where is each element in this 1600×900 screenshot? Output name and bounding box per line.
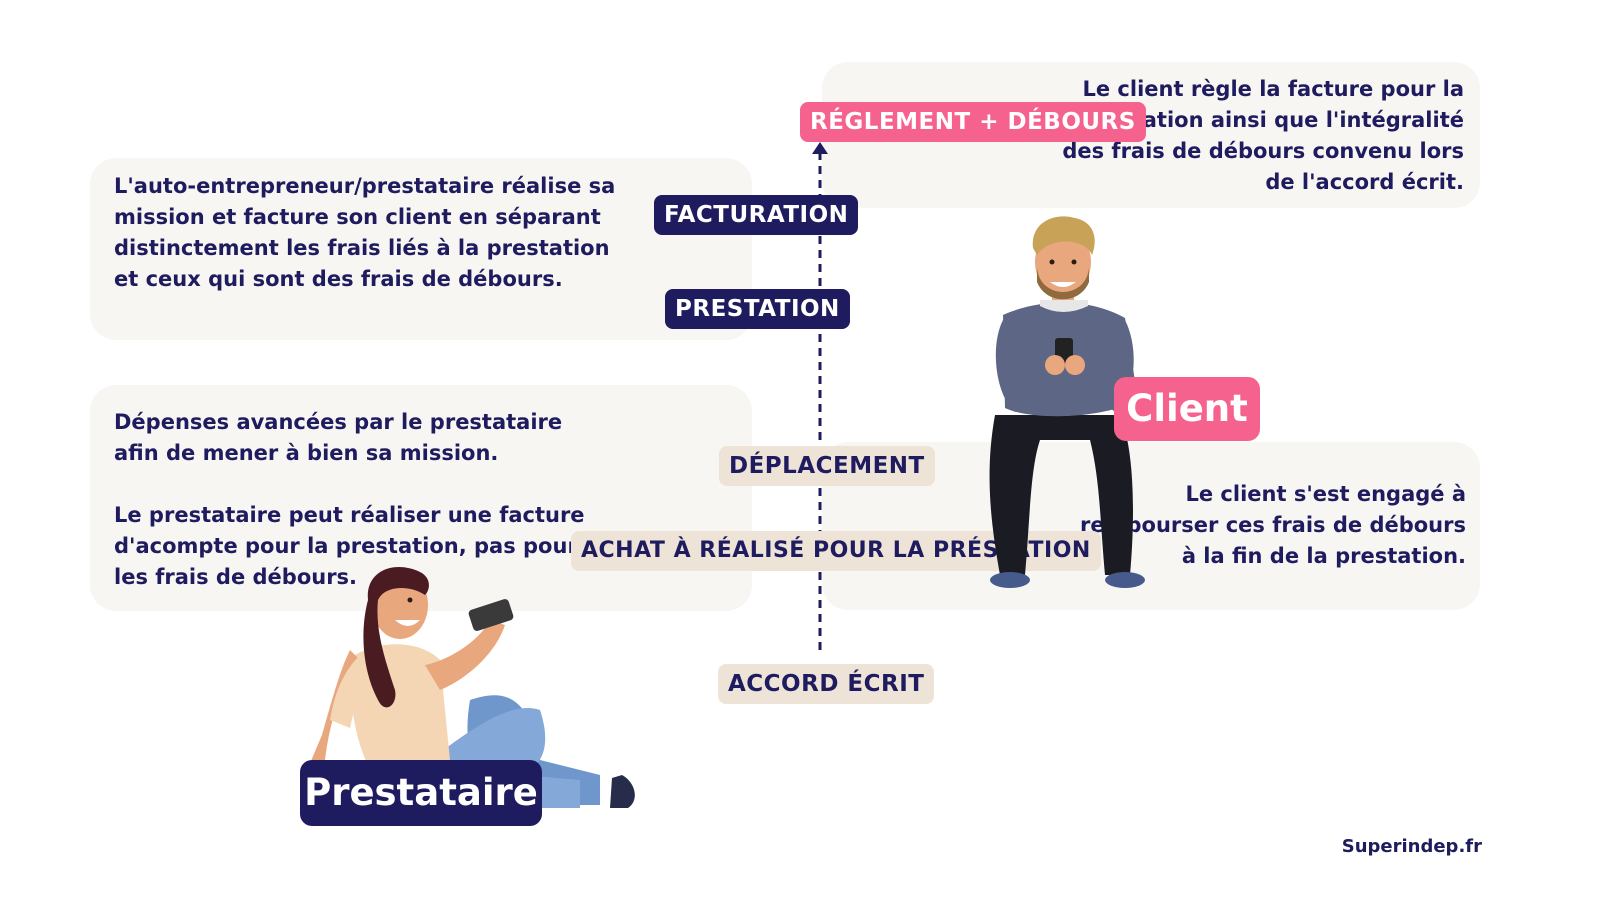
step-facturation: FACTURATION	[654, 195, 859, 235]
timeline-arrow-head	[812, 142, 828, 154]
client-engagement-text: Le client s'est engagé à rembourser ces …	[1080, 482, 1466, 568]
step-prestation: PRESTATION	[665, 289, 850, 329]
prestataire-mission-text: L'auto-entrepreneur/prestataire réalise …	[114, 174, 616, 291]
client-reglement-text: Le client règle la facture pour la prest…	[1062, 77, 1464, 194]
step-achat: ACHAT À RÉALISÉ POUR LA PRÉSTATION	[571, 531, 1101, 571]
prestataire-badge: Prestataire	[300, 760, 542, 826]
step-reglement-debours: RÉGLEMENT + DÉBOURS	[800, 102, 1146, 142]
step-accord-ecrit: ACCORD ÉCRIT	[718, 664, 935, 704]
client-badge: Client	[1114, 377, 1260, 441]
card-prestataire-mission	[90, 158, 752, 340]
brand-logo[interactable]: Superindep.fr	[1341, 836, 1482, 857]
prestataire-depenses-text: Dépenses avancées par le prestataire afi…	[114, 410, 585, 589]
step-deplacement: DÉPLACEMENT	[719, 446, 935, 486]
